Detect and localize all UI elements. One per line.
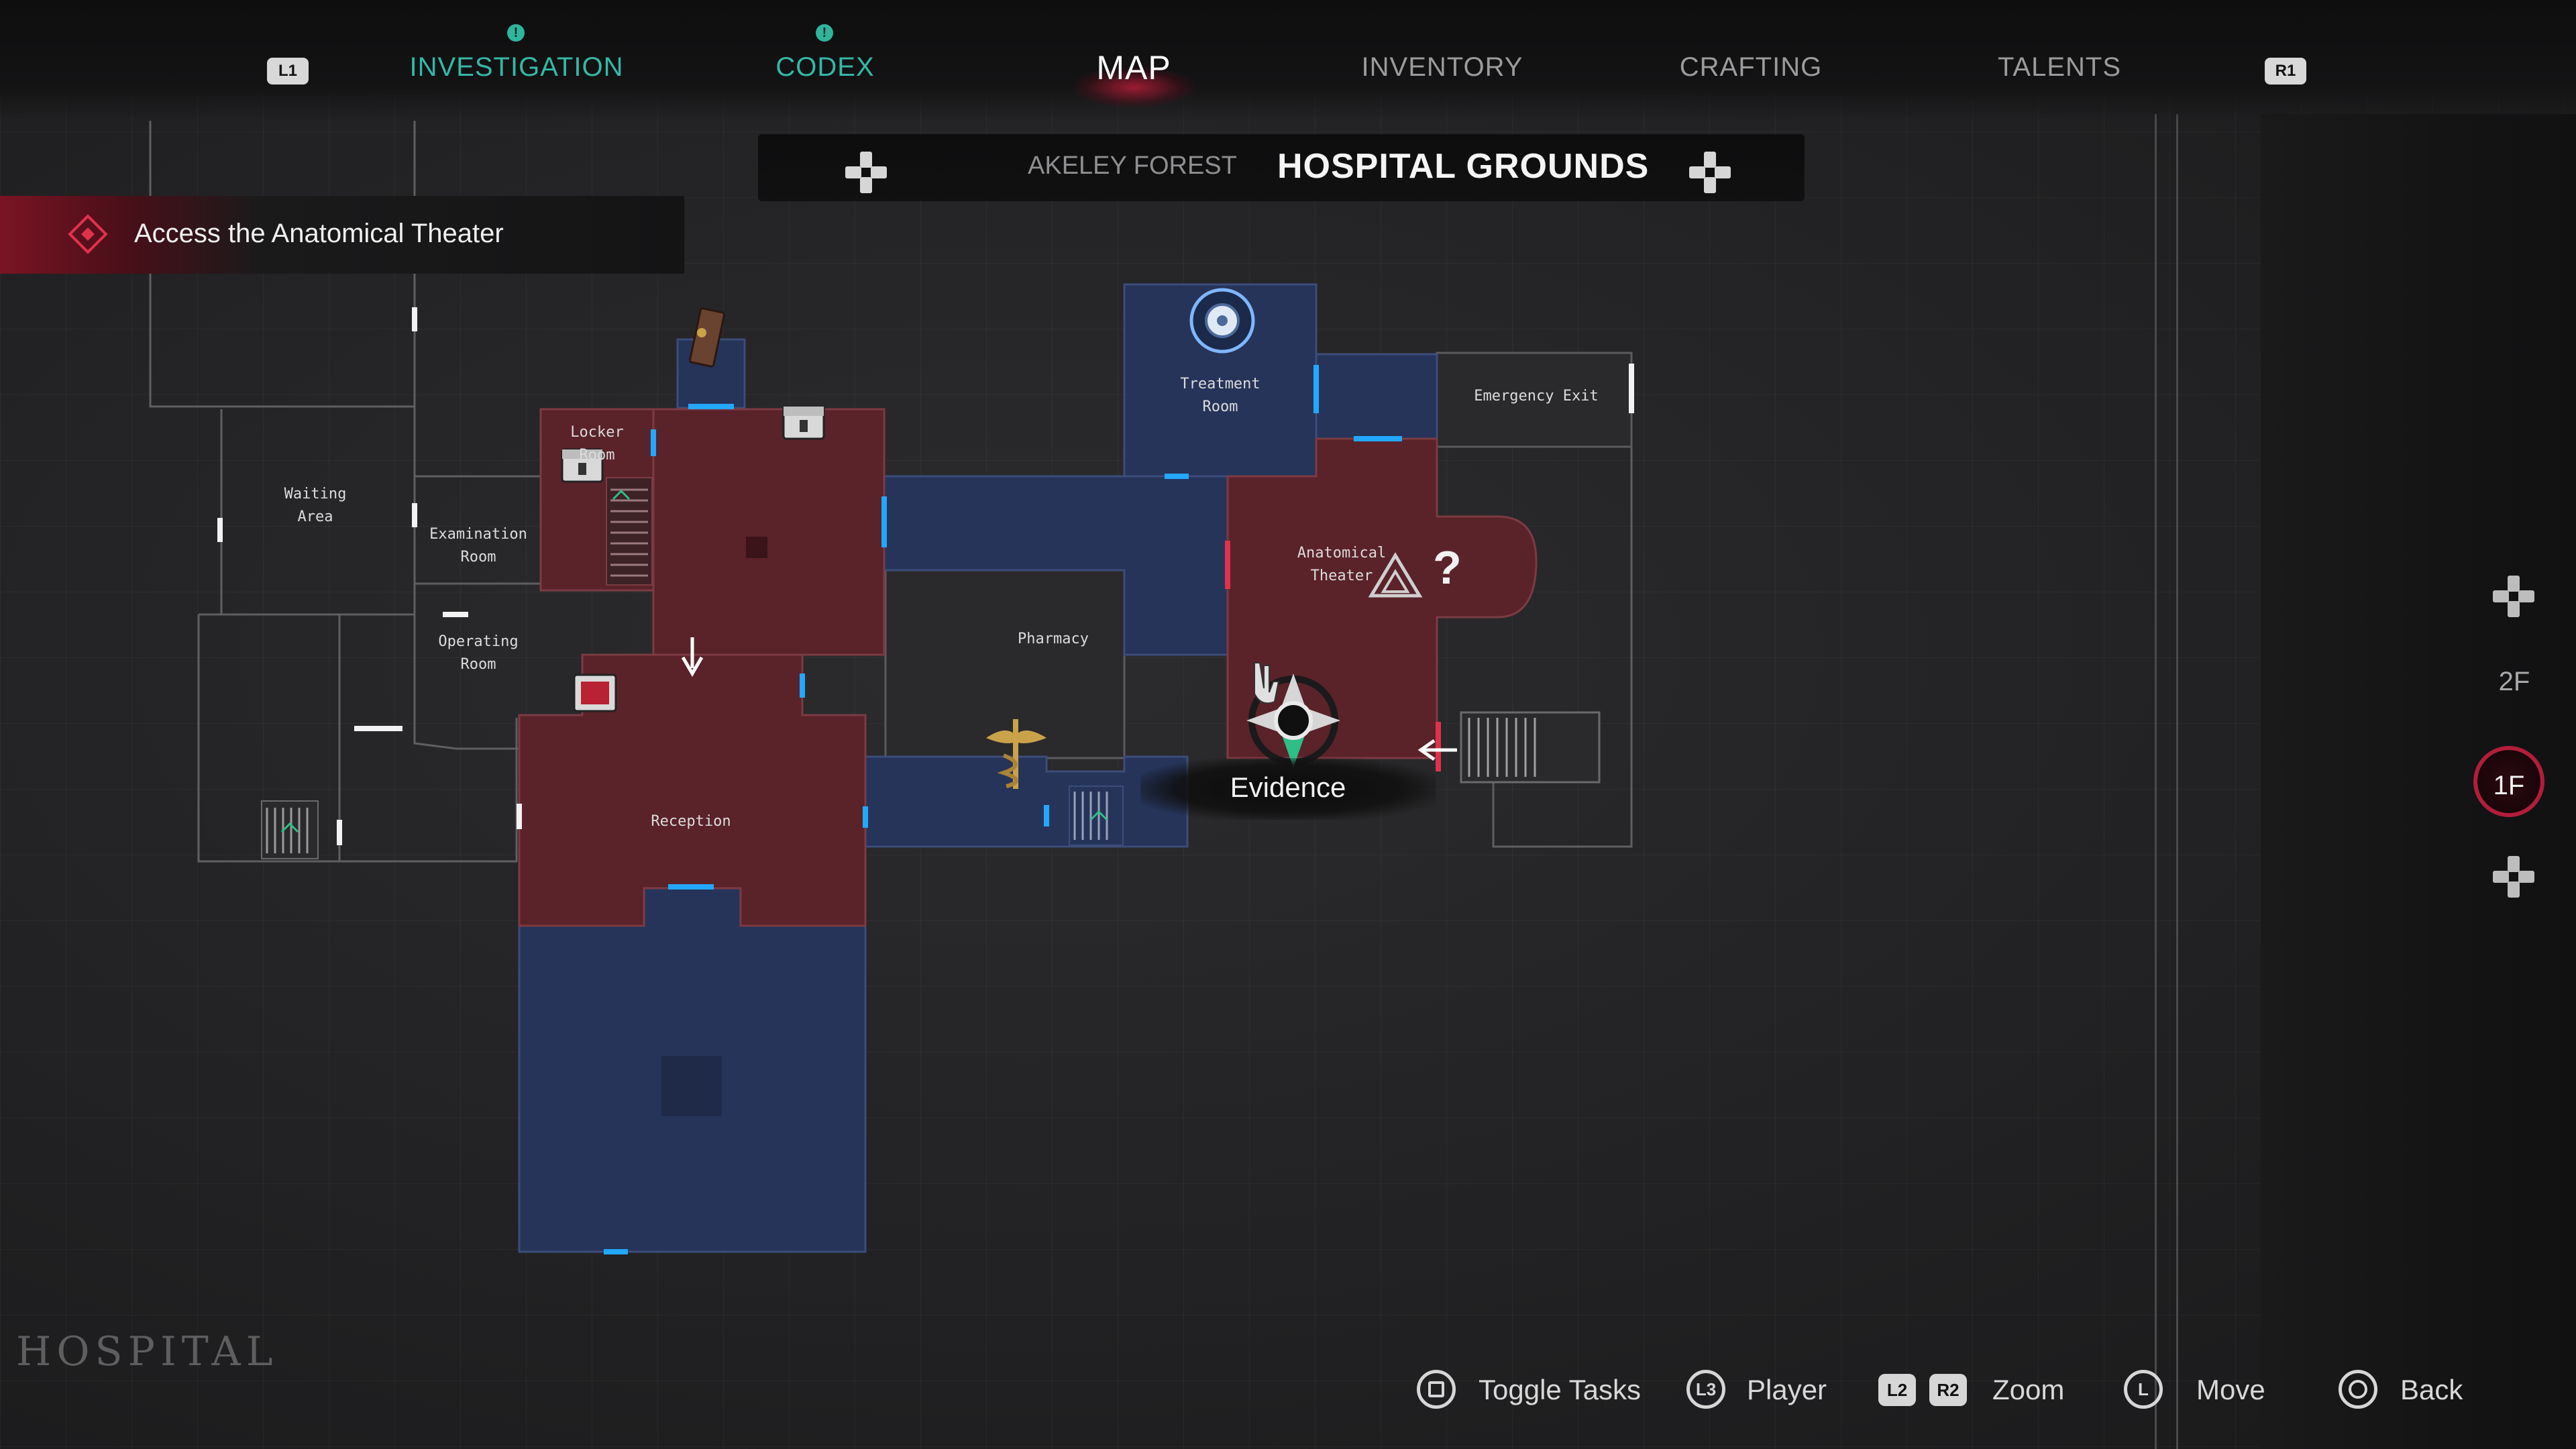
dpad-up-icon[interactable] [2490,573,2537,620]
tab-map[interactable]: MAP [1096,49,1171,87]
floor-2f[interactable]: 2F [2498,667,2530,696]
puzzle-triangle-icon[interactable] [1368,552,1423,598]
stairs-locker[interactable] [606,477,653,586]
l2-button-icon[interactable]: L2 [1878,1374,1916,1406]
door [863,806,868,828]
arrow-left-icon [1417,739,1457,761]
door [217,518,223,542]
chevron-up-icon [1089,810,1108,821]
hint-move: Move [2196,1374,2265,1405]
objective-diamond-icon [68,214,108,254]
door [800,674,805,698]
door-locked [1225,541,1230,589]
room-label-treatment: Treatment Room [1180,376,1260,415]
l3-stick-icon[interactable]: L3 [1686,1370,1725,1409]
door [604,1249,628,1254]
door [881,496,887,547]
door [337,820,342,845]
tab-investigation[interactable]: INVESTIGATION [409,52,624,82]
room-central[interactable] [652,408,885,656]
storage-box-icon[interactable] [561,448,604,483]
door-locked [1436,722,1441,771]
floor-1f-active[interactable]: 1F [2473,746,2544,817]
room-label-emergency: Emergency Exit [1474,388,1599,405]
door [1354,436,1402,441]
chevron-up-icon [612,489,631,500]
alert-badge-icon: ! [816,24,833,42]
door [354,726,402,731]
tab-talents[interactable]: TALENTS [1997,52,2122,82]
tab-crafting[interactable]: CRAFTING [1679,52,1823,82]
hint-zoom: Zoom [1992,1374,2065,1405]
door [688,404,734,409]
room-label-anatomical: Anatomical Theater [1297,545,1387,584]
tab-inventory[interactable]: INVENTORY [1361,52,1523,82]
door [1313,365,1319,413]
room-label-pharmacy: Pharmacy [1018,631,1089,647]
door [1044,805,1049,826]
door [412,503,417,527]
objective-banner[interactable]: Access the Anatomical Theater [0,196,684,274]
room-label-operating: Operating Room [438,633,519,673]
door [412,307,417,331]
door [1165,474,1189,479]
pillar [746,537,767,558]
dpad-down-icon[interactable] [2490,853,2537,900]
pillar [661,1056,722,1116]
dpad-right-icon[interactable] [1686,149,1733,196]
corridor-south[interactable] [864,755,1189,848]
subtab-hospital-grounds[interactable]: HOSPITAL GROUNDS [1277,147,1650,186]
circle-button-icon[interactable] [2339,1370,2377,1409]
area-name-label: HOSPITAL [16,1328,278,1375]
stairs-east[interactable] [1460,711,1601,784]
player-marker-icon[interactable] [1246,674,1340,767]
save-point-icon[interactable] [1189,288,1255,354]
hint-player: Player [1747,1374,1827,1405]
room-treatment-annex[interactable] [1315,353,1438,440]
hint-back: Back [2400,1374,2463,1405]
room-pharmacy[interactable] [884,569,1126,759]
room-label-locker: Locker Room [570,424,624,464]
evidence-tooltip: Evidence [1140,758,1436,820]
hint-toggle-tasks: Toggle Tasks [1479,1374,1642,1405]
r2-button-icon[interactable]: R2 [1929,1374,1967,1406]
door [651,429,656,456]
hand-interact-icon[interactable] [1254,662,1280,704]
caduceus-icon[interactable] [986,719,1046,789]
tab-codex[interactable]: CODEX [775,52,875,82]
top-nav-bar [0,0,2576,121]
map-frame-line [2155,114,2157,1449]
alert-badge-icon: ! [507,24,525,42]
subtab-akeley-forest[interactable]: AKELEY FOREST [1028,152,1237,180]
door-item-icon[interactable] [688,307,726,368]
door [668,884,714,890]
map-frame-line [2176,114,2178,1449]
door [517,804,522,829]
room-reception[interactable] [518,653,867,927]
left-stick-icon[interactable]: L [2124,1370,2163,1409]
room-anatomical-theater[interactable] [1226,437,1538,759]
door [443,612,468,617]
storage-box-icon[interactable] [782,405,825,440]
square-button-icon[interactable] [1417,1370,1456,1409]
unknown-marker-icon[interactable]: ? [1433,541,1462,594]
l1-button-icon[interactable]: L1 [267,58,309,85]
evidence-label: Evidence [1230,771,1346,803]
objective-text: Access the Anatomical Theater [134,219,504,248]
chevron-up-icon [280,822,299,833]
dpad-left-icon[interactable] [843,149,890,196]
door [1629,364,1634,413]
active-tab-glow [1073,67,1194,107]
room-label-waiting: Waiting Area [284,486,347,525]
room-label-reception: Reception [651,813,731,830]
medical-supply-box-icon[interactable] [573,674,617,712]
r1-button-icon[interactable]: R1 [2265,58,2306,85]
room-label-examination: Examination Room [429,526,527,566]
arrow-down-icon [681,637,704,677]
stairs-west[interactable] [261,800,319,859]
sub-nav-bar [758,134,1805,201]
